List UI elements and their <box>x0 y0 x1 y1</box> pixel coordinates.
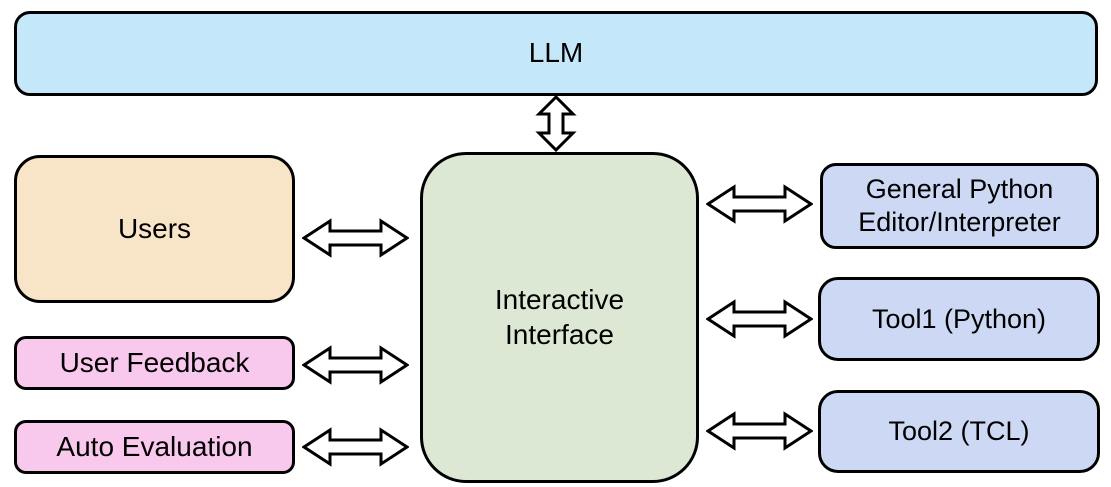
node-users-label: Users <box>117 212 192 244</box>
double-arrow-users-interface <box>302 218 409 258</box>
node-llm: LLM <box>14 11 1098 96</box>
double-arrow-llm-interface <box>535 95 577 152</box>
node-user-feedback: User Feedback <box>14 336 295 390</box>
node-general-python-editor: General Python Editor/Interpreter <box>820 163 1099 249</box>
node-llm-label: LLM <box>528 37 584 69</box>
node-tool1-python-label: Tool1 (Python) <box>871 303 1047 334</box>
node-tool2-tcl-label: Tool2 (TCL) <box>888 416 1030 447</box>
node-interactive-interface: Interactive Interface <box>420 152 699 483</box>
node-auto-evaluation-label: Auto Evaluation <box>56 430 253 462</box>
double-arrow-interface-tool1 <box>706 299 813 339</box>
double-arrow-interface-genpython <box>706 184 813 224</box>
node-interactive-interface-label: Interactive Interface <box>494 284 625 350</box>
node-tool1-python: Tool1 (Python) <box>818 277 1100 361</box>
node-general-python-editor-label: General Python Editor/Interpreter <box>858 174 1061 237</box>
node-user-feedback-label: User Feedback <box>59 346 250 378</box>
node-users: Users <box>14 155 295 303</box>
node-auto-evaluation: Auto Evaluation <box>14 420 295 474</box>
node-tool2-tcl: Tool2 (TCL) <box>818 390 1100 473</box>
double-arrow-interface-tool2 <box>706 411 813 451</box>
double-arrow-autoeval-interface <box>302 427 409 467</box>
double-arrow-feedback-interface <box>302 345 409 385</box>
